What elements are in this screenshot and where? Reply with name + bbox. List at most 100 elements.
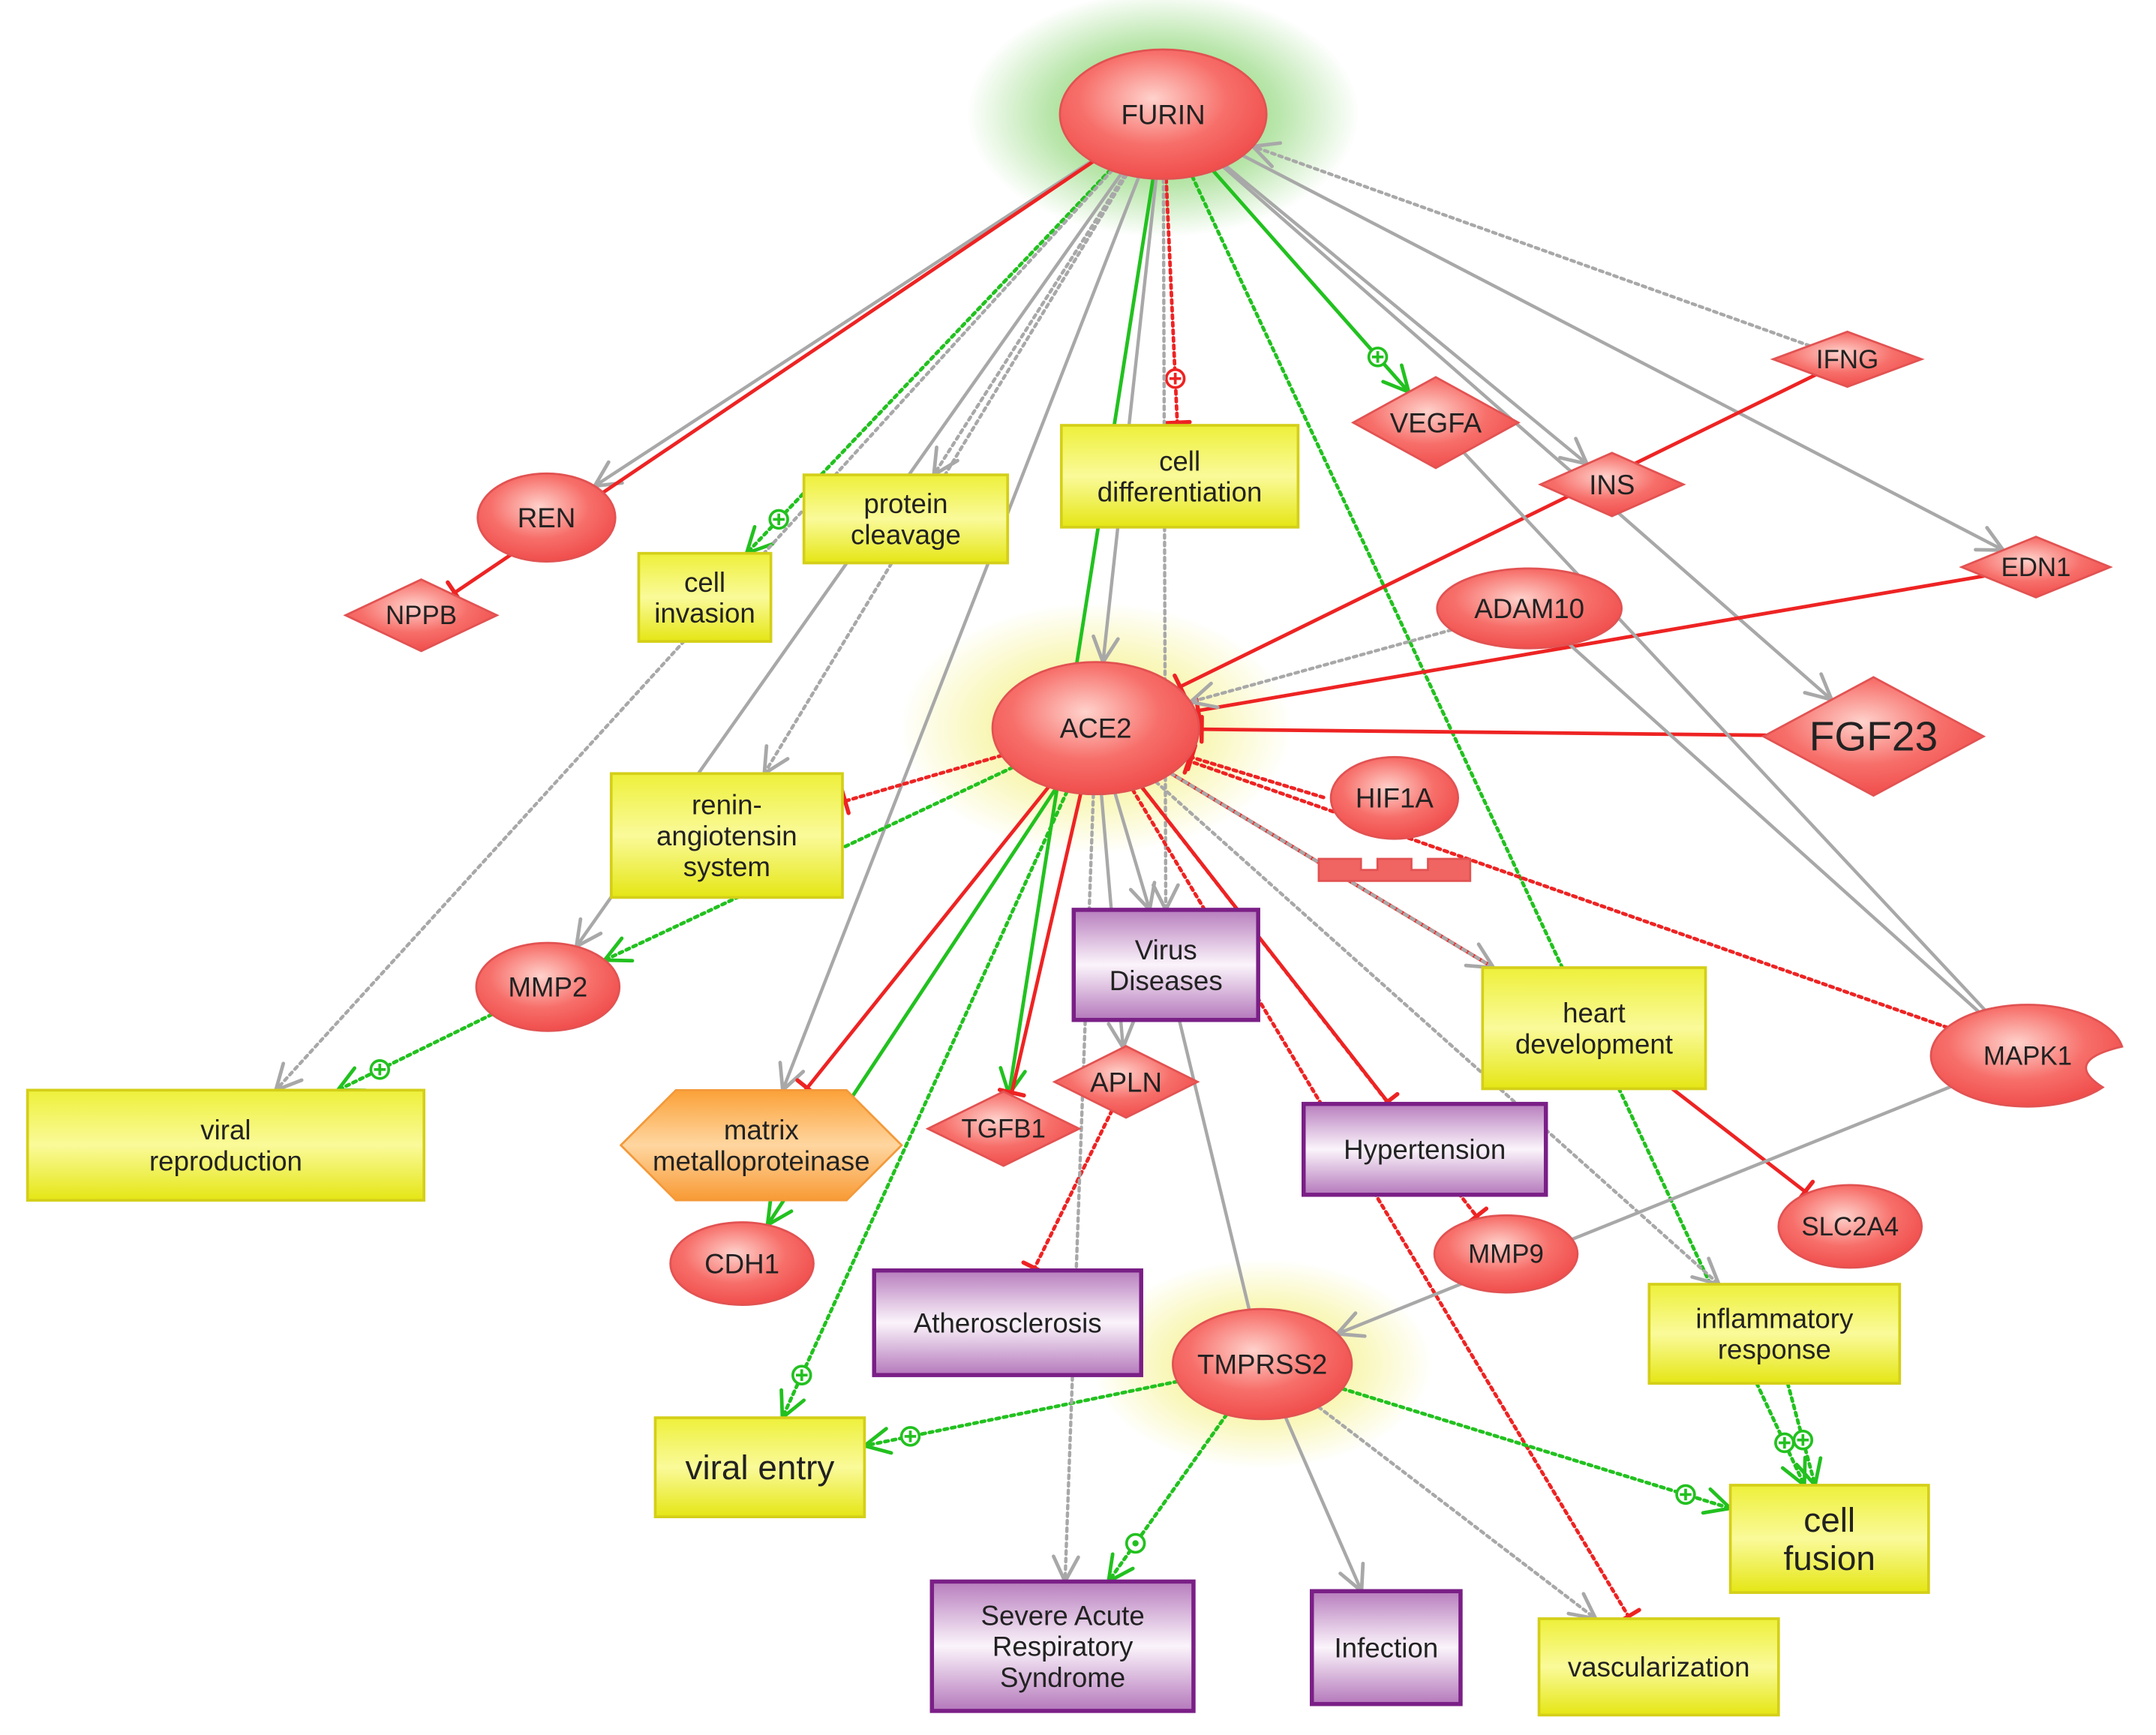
node-ren[interactable]: REN — [476, 472, 617, 563]
node-mmp9[interactable]: MMP9 — [1433, 1214, 1579, 1294]
node-ace2[interactable]: ACE2 — [991, 661, 1200, 796]
node-shape-sars — [929, 1579, 1196, 1713]
node-label-adam10: ADAM10 — [1474, 593, 1584, 624]
node-shape-hypertension — [1301, 1101, 1548, 1197]
node-tgfb1[interactable]: TGFB1 — [925, 1090, 1082, 1167]
node-shape-ras — [609, 772, 844, 899]
node-shape-fgf23 — [1761, 676, 1986, 797]
node-label-fgf23: FGF23 — [1809, 713, 1938, 760]
node-label-viral-entry: viral entry — [686, 1448, 835, 1487]
node-shape-furin — [1058, 48, 1268, 180]
node-vegfa[interactable]: VEGFA — [1350, 376, 1521, 470]
node-ins[interactable]: INS — [1537, 452, 1686, 518]
node-shape-cell-differentiation — [1059, 424, 1300, 529]
edge-furin-to-ace2 — [1092, 177, 1158, 665]
node-cdh1[interactable]: CDH1 — [669, 1221, 815, 1306]
edge-adam10-to-mapk1 — [1567, 642, 1980, 1014]
node-shape-mmp2 — [475, 941, 621, 1032]
node-shape-ace2 — [991, 661, 1200, 796]
node-label-vascularization: vascularization — [1568, 1652, 1750, 1682]
node-infection[interactable]: Infection — [1310, 1589, 1463, 1706]
node-label-tmprss2: TMPRSS2 — [1197, 1349, 1327, 1379]
node-shape-vegfa — [1350, 376, 1521, 470]
node-shape-cell-fusion — [1728, 1484, 1930, 1594]
node-hif1a[interactable]: HIF1A — [1317, 755, 1472, 882]
node-label-ins: INS — [1589, 469, 1635, 500]
node-shape-viral-entry — [653, 1416, 866, 1519]
node-label-tgfb1: TGFB1 — [962, 1114, 1046, 1143]
node-shape-edn1 — [1959, 536, 2113, 599]
node-adam10[interactable]: ADAM10 — [1436, 567, 1623, 650]
node-edn1[interactable]: EDN1 — [1959, 536, 2113, 599]
node-label-mmp2: MMP2 — [508, 971, 587, 1002]
edge-vegfa-to-mapk1 — [1462, 451, 1987, 1012]
node-shape-protein-cleavage — [802, 473, 1010, 565]
node-shape-vascularization — [1537, 1617, 1780, 1717]
node-shape-adam10 — [1436, 567, 1623, 650]
node-shape-ifng — [1770, 330, 1925, 389]
node-label-vegfa: VEGFA — [1390, 407, 1482, 438]
node-shape-hif1a — [1329, 755, 1460, 840]
node-vascularization[interactable]: vascularization — [1537, 1617, 1780, 1717]
node-atherosclerosis[interactable]: Atherosclerosis — [872, 1268, 1143, 1377]
node-shape-heart-development — [1481, 966, 1707, 1091]
node-apln[interactable]: APLN — [1052, 1045, 1200, 1119]
node-label-slc2a4: SLC2A4 — [1801, 1211, 1899, 1241]
node-shape-ins — [1537, 452, 1686, 518]
node-label-mapk1: MAPK1 — [1983, 1041, 2072, 1070]
edge-ifng-to-furin — [1251, 141, 1812, 348]
node-tmprss2[interactable]: TMPRSS2 — [1172, 1307, 1353, 1421]
node-shape-inflammatory-response — [1647, 1283, 1902, 1385]
node-fgf23[interactable]: FGF23 — [1761, 676, 1986, 797]
node-nppb[interactable]: NPPB — [343, 578, 500, 653]
node-shape-tgfb1 — [925, 1090, 1082, 1167]
edge-tmprss2-to-cell-fusion — [1340, 1386, 1732, 1515]
node-shape-viral-reproduction — [26, 1088, 426, 1202]
node-shape-virus-diseases — [1071, 908, 1260, 1022]
node-label-nppb: NPPB — [386, 601, 457, 630]
node-shape-cell-invasion — [637, 551, 773, 643]
node-label-hypertension: Hypertension — [1344, 1134, 1506, 1165]
node-shape-nppb — [343, 578, 500, 653]
node-label-cdh1: CDH1 — [704, 1248, 779, 1279]
node-viral-entry[interactable]: viral entry — [653, 1416, 866, 1519]
node-slc2a4[interactable]: SLC2A4 — [1777, 1184, 1923, 1269]
node-label-edn1: EDN1 — [2001, 553, 2070, 582]
node-label-ace2: ACE2 — [1060, 713, 1132, 743]
node-furin[interactable]: FURIN — [1058, 48, 1268, 180]
node-ifng[interactable]: IFNG — [1770, 330, 1925, 389]
edge-tmprss2-to-virus-diseases — [1177, 1018, 1251, 1312]
node-hypertension[interactable]: Hypertension — [1301, 1101, 1548, 1197]
edge-heart-development-to-slc2a4 — [1670, 1087, 1815, 1204]
edge-furin-to-cell-differentiation — [1163, 177, 1192, 428]
node-mapk1[interactable]: MAPK1 — [1929, 1004, 2124, 1108]
node-mmp2[interactable]: MMP2 — [475, 941, 621, 1032]
edge-mmp2-to-viral-reproduction — [335, 1012, 494, 1092]
node-shape-cdh1 — [669, 1221, 815, 1306]
node-shape-atherosclerosis — [872, 1268, 1143, 1377]
node-label-ifng: IFNG — [1816, 344, 1878, 374]
node-label-hif1a: HIF1A — [1356, 782, 1434, 813]
node-label-infection: Infection — [1334, 1632, 1438, 1663]
node-shape-mmp — [619, 1088, 903, 1202]
